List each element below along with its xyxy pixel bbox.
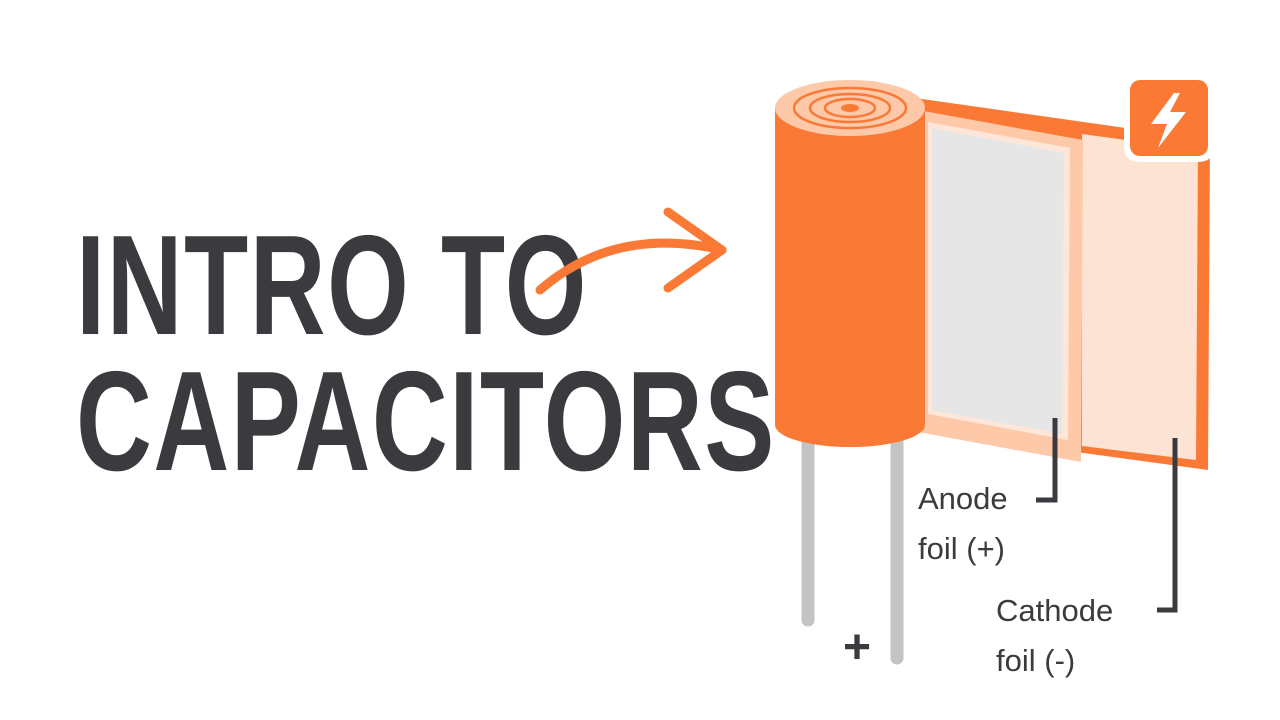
dielectric-layer [932, 128, 1064, 434]
capacitor-cylinder [775, 80, 925, 447]
title-line-2: CAPACITORS [76, 342, 776, 501]
anode-foil-label: Anode foil (+) [918, 474, 1008, 574]
anode-label-line-2: foil (+) [918, 531, 1005, 566]
lightning-bolt-icon [1124, 72, 1214, 162]
anode-label-line-1: Anode [918, 481, 1008, 516]
positive-lead-label: + [843, 621, 872, 674]
cathode-leader-line [1157, 438, 1178, 613]
title-line-1: INTRO TO [76, 206, 588, 365]
cathode-foil-label: Cathode foil (-) [996, 586, 1113, 686]
anode-leader-line [1036, 418, 1058, 503]
page-title: INTRO TO CAPACITORS [76, 206, 776, 501]
cathode-label-line-2: foil (-) [996, 643, 1076, 678]
arrow-icon [535, 207, 727, 295]
cathode-label-line-1: Cathode [996, 593, 1114, 628]
cathode-foil-inner [1082, 134, 1198, 460]
